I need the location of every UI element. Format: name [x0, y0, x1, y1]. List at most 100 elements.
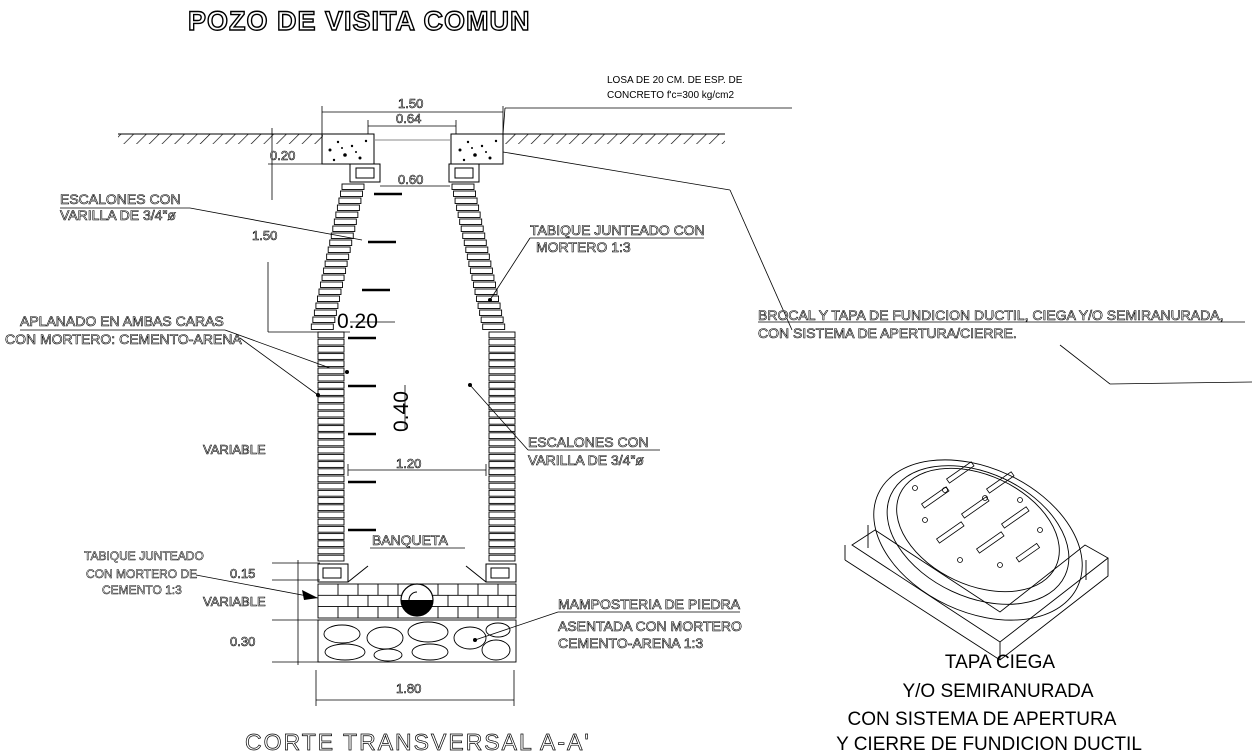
slab-note-line2: CONCRETO f'c=300 kg/cm2 — [607, 90, 734, 101]
shaft-brick-right — [488, 540, 516, 548]
shaft-brick-right — [488, 497, 516, 504]
cover-caption-line2: Y/O SEMIRANURADA — [902, 681, 1093, 702]
cone-brick-left — [341, 183, 365, 190]
cone-brick-right — [477, 302, 501, 309]
leader-lines — [20, 107, 1252, 641]
bench-bricks — [317, 563, 517, 583]
shaft-brick-left — [317, 432, 345, 440]
cone-brick-right — [479, 309, 503, 316]
shaft-brick-left — [317, 540, 345, 548]
cone-brick-right — [465, 246, 489, 253]
stone-line2: ASENTADA CON MORTERO — [558, 618, 742, 634]
cover-caption-line1: TAPA CIEGA — [945, 652, 1055, 673]
shaft-brick-left — [317, 482, 345, 490]
dim-bench-variable: VARIABLE — [203, 594, 266, 609]
drawing-title: POZO DE VISITA COMUN — [187, 5, 531, 36]
cone-brick-left — [327, 246, 351, 253]
shaft-brick-left — [317, 389, 345, 396]
brick-bottom-line2: CON MORTERO DE — [86, 567, 197, 581]
shaft-brick-right — [488, 338, 516, 346]
brocal-line1: BROCAL Y TAPA DE FUNDICION DUCTIL, CIEGA… — [758, 307, 1223, 323]
dim-bench-height: 0.15 — [230, 566, 255, 581]
shaft-brick-right — [488, 468, 516, 476]
shaft-brick-right — [488, 410, 516, 418]
shaft-brick-left — [317, 468, 345, 476]
cone-brick-right — [462, 232, 486, 239]
dim-cover-opening: 0.64 — [396, 111, 421, 126]
shaft-brick-left — [317, 554, 345, 562]
cone-brick-left — [332, 225, 356, 232]
dim-shaft-height: VARIABLE — [203, 442, 266, 457]
cone-brick-right — [457, 211, 481, 218]
shaft-brick-right — [488, 554, 516, 562]
shaft-brick-left — [317, 489, 345, 497]
dim-base-width: 1.80 — [396, 681, 421, 696]
shaft-brick-left — [317, 403, 345, 411]
concrete-slab — [321, 133, 504, 165]
cone-brick-right — [471, 274, 495, 281]
shaft-brick-left — [317, 360, 345, 368]
shaft-brick-left — [317, 497, 345, 504]
cone-brick-right — [463, 239, 487, 246]
cone-brick-left — [336, 204, 360, 211]
cone-brick-left — [330, 232, 354, 239]
arrow-head — [302, 590, 318, 600]
cone-brick-left — [329, 239, 353, 246]
plaster-line2: CON MORTERO: CEMENTO-ARENA — [5, 331, 242, 347]
dim-slab-thickness: 0.20 — [270, 148, 295, 163]
shaft-brick-left — [317, 533, 345, 540]
cone-brick-right — [480, 316, 504, 323]
cone-brick-left — [317, 295, 340, 302]
brocal-line2: CON SISTEMA DE APERTURA/CIERRE. — [758, 325, 1017, 341]
cover-caption-line3: CON SISTEMA DE APERTURA — [848, 709, 1117, 730]
cone-brick-right — [469, 267, 493, 274]
cone-brick-left — [320, 281, 343, 288]
cone-brick-right — [473, 281, 496, 288]
cone-brick-left — [326, 253, 350, 260]
cone-brick-left — [313, 309, 337, 316]
cone-brick-right — [466, 253, 490, 260]
side-dimensions — [267, 262, 515, 706]
stone-line3: CEMENTO-ARENA 1:3 — [558, 635, 703, 651]
shaft-brick-right — [488, 475, 516, 483]
cone-brick-left — [310, 323, 334, 330]
shaft-brick-right — [488, 525, 516, 533]
shaft-brick-left — [317, 417, 345, 425]
shaft-brick-right — [488, 461, 516, 468]
dim-neck-width: 0.60 — [398, 172, 423, 187]
cone-brick-left — [333, 218, 357, 225]
shaft-brick-right — [488, 331, 516, 339]
shaft-brick-left — [317, 475, 345, 483]
brick-bottom-line3: CEMENTO 1:3 — [102, 583, 182, 597]
shaft-brick-left — [317, 439, 345, 447]
dim-cone-height: 1.50 — [252, 228, 277, 243]
shaft-brick-right — [488, 360, 516, 368]
shaft-brick-left — [317, 547, 345, 555]
steps-bottom-line2: VARILLA DE 3/4"ø — [528, 452, 644, 468]
cone-brick-left — [321, 274, 345, 281]
shaft-brick-left — [317, 518, 345, 526]
shaft-brick-left — [317, 338, 345, 346]
cone-brick-left — [340, 190, 363, 197]
cone-brick-right — [459, 218, 483, 225]
cover-caption-line4: Y CIERRE DE FUNDICION DUCTIL — [836, 734, 1142, 755]
cone-brick-left — [335, 211, 359, 218]
plaster-line1: APLANADO EN AMBAS CARAS — [20, 313, 224, 329]
cone-brick-left — [338, 197, 362, 204]
ground-line — [118, 133, 725, 144]
dim-base-thickness: 0.30 — [230, 634, 255, 649]
shaft-brick-right — [488, 353, 516, 360]
shaft-brick-right — [488, 482, 516, 490]
shaft-brick-right — [488, 547, 516, 555]
shaft-brick-right — [488, 533, 516, 540]
cone-brick-right — [476, 295, 499, 302]
neck-bricks — [349, 163, 480, 183]
shaft-brick-right — [488, 396, 516, 404]
banqueta-label: BANQUETA — [372, 532, 449, 548]
steps-top-line2: VARILLA DE 3/4"ø — [60, 207, 176, 223]
cone-brick-right — [468, 260, 492, 267]
shaft-brick-right — [488, 389, 516, 396]
cone-brick-left — [323, 267, 347, 274]
brick-walls — [310, 183, 516, 562]
